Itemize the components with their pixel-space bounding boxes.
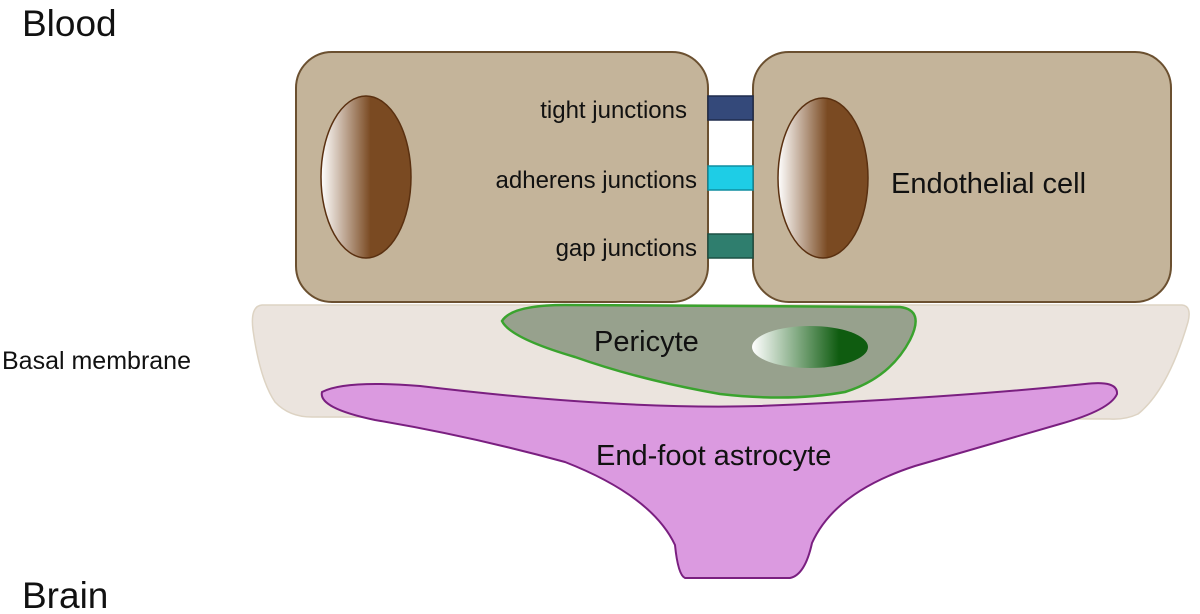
adherens-junctions-label: adherens junctions (496, 167, 697, 194)
endothelial-nucleus-left (320, 95, 412, 259)
pericyte-label: Pericyte (594, 326, 699, 358)
tight-junctions-label: tight junctions (540, 97, 687, 124)
blood-label: Blood (22, 3, 117, 44)
end-foot-astrocyte (320, 382, 1118, 579)
tight-junction-bar (707, 95, 754, 121)
pericyte-nucleus (752, 326, 868, 368)
gap-junctions-label: gap junctions (556, 235, 697, 262)
adherens-junction-bar (707, 165, 754, 191)
astrocyte-label: End-foot astrocyte (596, 440, 831, 472)
brain-label: Brain (22, 575, 108, 614)
endothelial-cell-label: Endothelial cell (891, 168, 1086, 200)
endothelial-nucleus-right (777, 97, 869, 259)
gap-junction-bar (707, 233, 754, 259)
basal-membrane-label: Basal membrane (2, 347, 191, 375)
